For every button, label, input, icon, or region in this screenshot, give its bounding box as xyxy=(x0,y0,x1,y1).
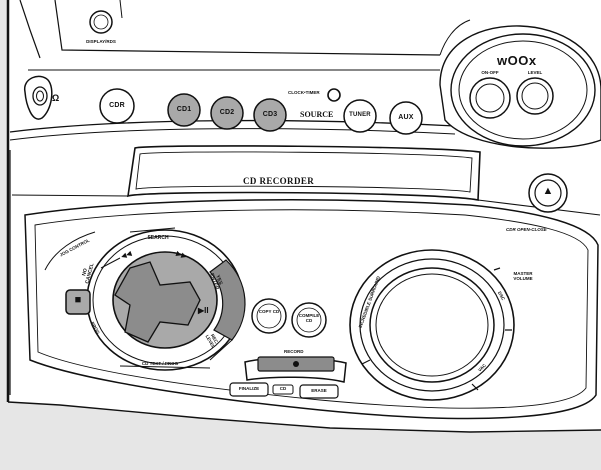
record-button[interactable] xyxy=(258,357,334,371)
play-pause-button[interactable]: ▶II xyxy=(198,306,209,315)
master-volume-label: MASTER VOLUME xyxy=(513,271,533,281)
cd2-button[interactable]: CD2 xyxy=(219,109,235,116)
jog-dial[interactable] xyxy=(113,252,217,348)
finalize-button[interactable]: FINALIZE xyxy=(238,386,260,391)
eject-icon[interactable]: ▲ xyxy=(542,185,554,197)
display-rds-label: DISPLAY/RDS xyxy=(86,39,116,44)
stop-icon[interactable]: ■ xyxy=(74,294,82,306)
search-label: SEARCH xyxy=(147,235,169,241)
headphones-icon: Ω xyxy=(52,93,60,103)
woox-level-button[interactable] xyxy=(517,78,553,114)
erase-button[interactable]: ERASE xyxy=(311,388,327,393)
cd-text-button[interactable]: CD TEXT / PROG xyxy=(141,361,179,366)
record-label: RECORD xyxy=(284,349,304,354)
tuner-button[interactable]: TUNER xyxy=(349,112,371,118)
master-volume-knob[interactable] xyxy=(376,274,488,376)
woox-on-off-button[interactable] xyxy=(470,78,510,118)
cd1-button[interactable]: CD1 xyxy=(176,106,192,113)
cd3-button[interactable]: CD3 xyxy=(262,111,278,118)
clock-timer-label: CLOCK•TIMER xyxy=(288,90,320,95)
source-label: SOURCE xyxy=(300,110,334,119)
cdr-open-close-label: CDR OPEN-CLOSE xyxy=(506,227,547,232)
cdr-button[interactable]: CDR xyxy=(109,102,125,109)
copy-cd-button[interactable]: COPY CD xyxy=(258,309,280,314)
aux-button[interactable]: AUX xyxy=(398,114,414,121)
woox-on-off-label: ON-OFF xyxy=(481,70,499,75)
cd-recorder-label: CD RECORDER xyxy=(243,176,315,186)
woox-level-label: LEVEL xyxy=(527,70,543,75)
woox-logo: wOOx xyxy=(497,53,537,68)
clock-timer-button[interactable] xyxy=(328,89,340,101)
cd-label: CD xyxy=(279,386,287,391)
display-rds-button[interactable] xyxy=(90,11,112,33)
compile-cd-button[interactable]: COMPILE CD xyxy=(298,313,320,323)
